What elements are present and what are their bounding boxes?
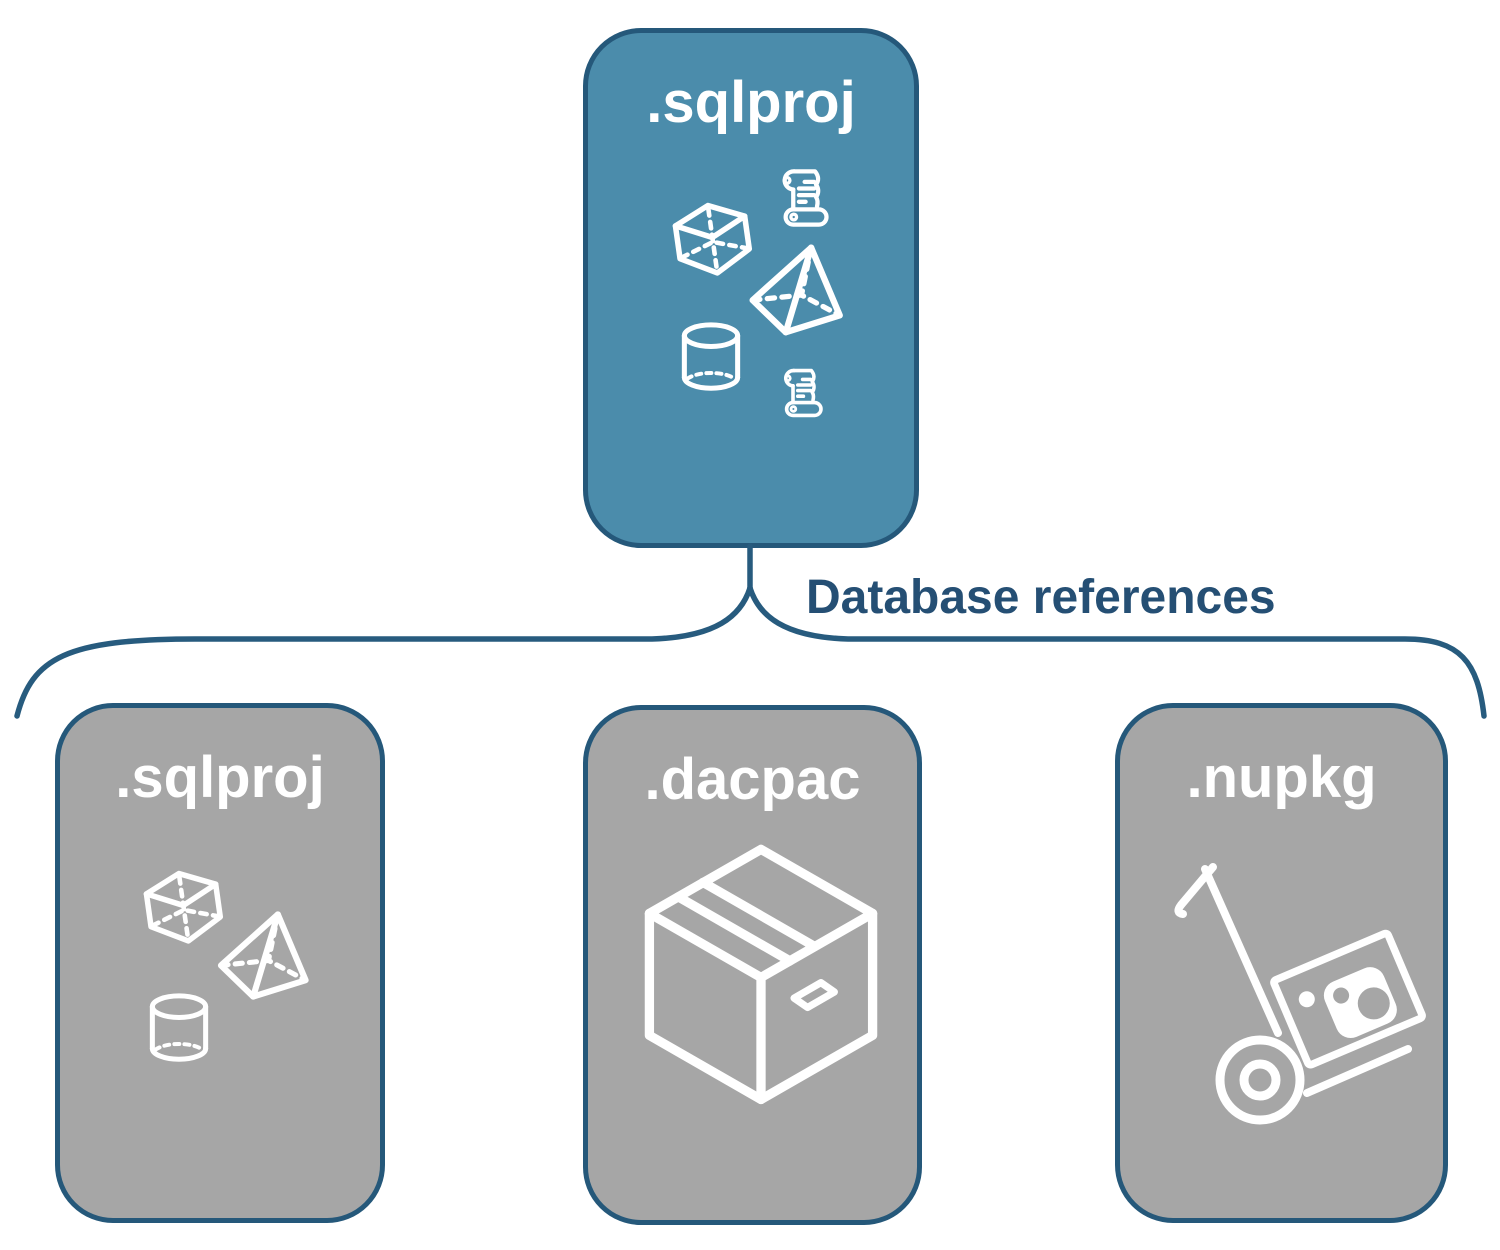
connector-label: Database references [806,571,1276,624]
scroll-icon [760,160,836,236]
package-box-icon [637,841,885,1115]
node-child-nupkg: .nupkg [1115,703,1448,1223]
pyramid-icon [213,907,321,1009]
child-node-title: .nupkg [1186,745,1377,810]
child-node-title: .sqlproj [115,745,325,810]
cylinder-icon [143,985,215,1073]
brace-connector [14,543,1487,719]
node-child-dacpac: .dacpac [583,705,922,1225]
hand-truck-icon [1155,845,1455,1145]
child-node-title: .dacpac [644,747,861,812]
scroll-icon [765,361,829,425]
node-root-sqlproj: .sqlproj [583,28,919,548]
root-node-title: .sqlproj [646,70,856,135]
cylinder-icon [675,313,747,403]
pyramid-icon [745,240,855,345]
node-child-sqlproj: .sqlproj [55,703,385,1223]
